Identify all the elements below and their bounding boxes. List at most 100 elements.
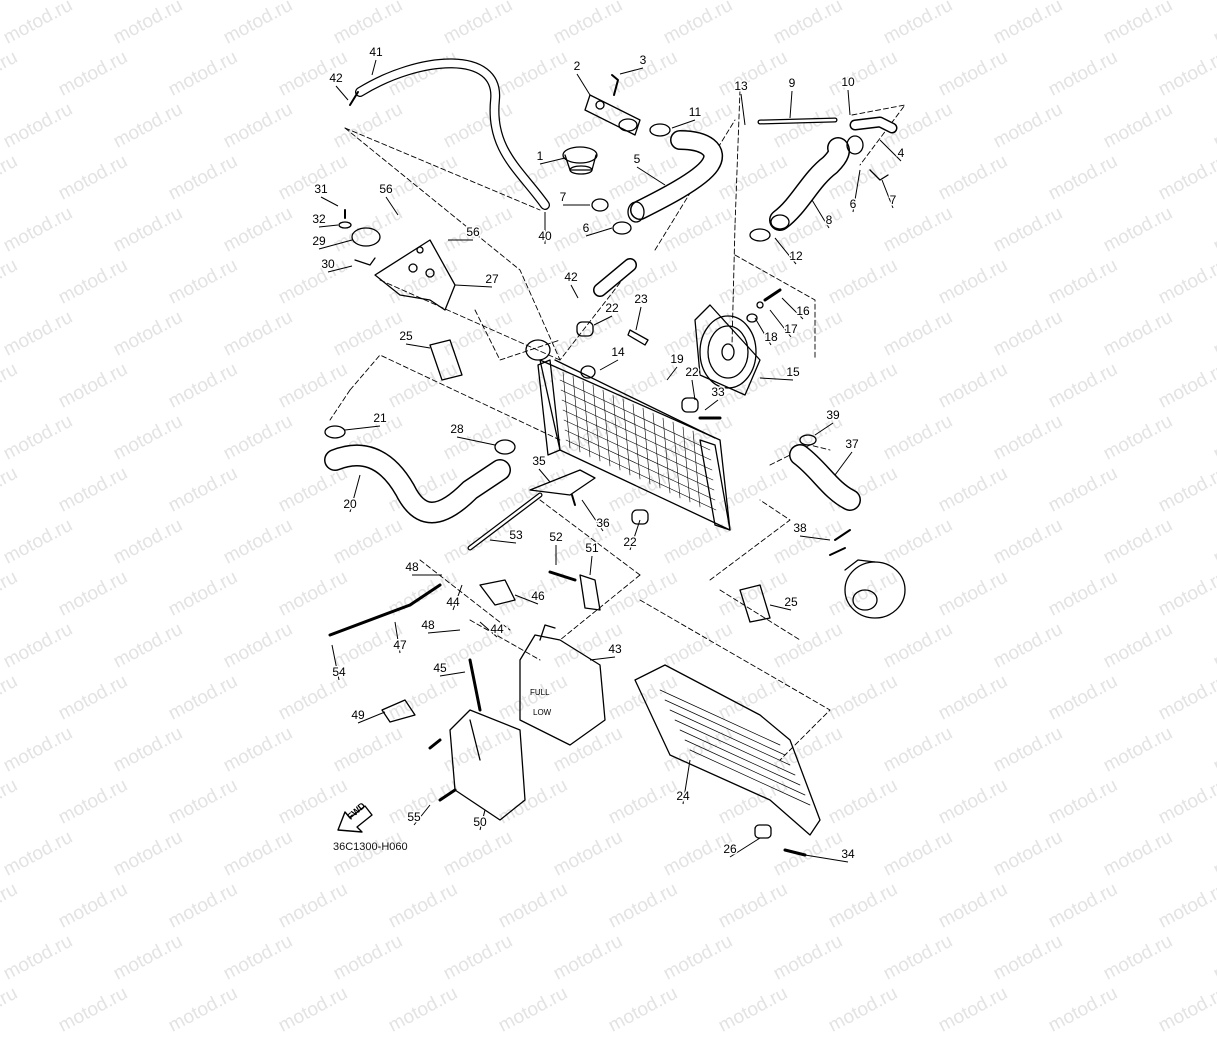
watermark-text: motod.ru — [55, 982, 132, 1037]
watermark-text: motod.ru — [550, 930, 627, 985]
bolt-55b — [438, 788, 457, 802]
callout-label: 3 — [640, 53, 647, 67]
callout-label: 5 — [634, 152, 641, 166]
callout-leader — [327, 265, 353, 273]
pad-25b — [739, 584, 771, 623]
watermark-text: motod.ru — [1210, 930, 1217, 985]
callout-leader — [585, 227, 613, 237]
bolt-52 — [548, 570, 577, 582]
callout-leader — [804, 854, 849, 863]
hose-41 — [349, 58, 550, 210]
watermark-text: motod.ru — [330, 930, 407, 985]
bolt-16 — [763, 288, 782, 302]
callout-label: 54 — [332, 665, 346, 679]
callout-leader — [629, 519, 641, 551]
hose-5 — [627, 130, 724, 223]
callout-label: 16 — [796, 304, 810, 318]
watermark-text: motod.ru — [1045, 982, 1122, 1037]
callout-leaders — [318, 59, 902, 863]
callout-label: 18 — [764, 330, 778, 344]
callout-leader — [593, 315, 613, 326]
callout-leader — [599, 359, 619, 371]
callout-leader — [811, 199, 830, 229]
callout-label: 2 — [574, 59, 581, 73]
hose-8 — [769, 137, 850, 231]
diagram-code: 36C1300-H060 — [333, 841, 408, 853]
callout-label: 44 — [446, 595, 460, 609]
callout-leader — [320, 196, 339, 207]
callout-label: 48 — [421, 618, 435, 632]
watermark-text: motod.ru — [715, 982, 792, 1037]
hose-45 — [468, 658, 482, 712]
callout-label: 48 — [405, 560, 419, 574]
callout-label: 53 — [509, 528, 523, 542]
callout-label: 15 — [786, 365, 800, 379]
callout-label: 12 — [789, 249, 803, 263]
callout-label: 46 — [531, 589, 545, 603]
callout-leader — [413, 804, 431, 826]
callout-label: 56 — [379, 182, 393, 196]
bracket-51 — [579, 574, 601, 611]
callout-label: 21 — [373, 411, 387, 425]
callout-leader — [691, 379, 696, 401]
callout-label: 17 — [784, 322, 798, 336]
callout-label: 24 — [676, 789, 690, 803]
clamp-39 — [799, 434, 817, 446]
hose-53 — [467, 492, 543, 551]
callout-leader — [454, 284, 493, 288]
reservoir-43: FULL LOW — [519, 624, 606, 746]
callout-label: 42 — [329, 71, 343, 85]
callout-label: 36 — [596, 516, 610, 530]
callout-leader — [852, 169, 861, 213]
fitting-49 — [381, 699, 416, 723]
clamp-28 — [494, 439, 516, 455]
washer-17 — [756, 301, 764, 309]
callout-leader — [456, 436, 496, 446]
watermark-text: motod.ru — [605, 982, 682, 1037]
callout-label: 38 — [793, 521, 807, 535]
radiator-cap-assembly — [338, 209, 381, 266]
callout-label: 22 — [685, 365, 699, 379]
callout-leader — [514, 594, 539, 605]
callout-label: 31 — [314, 182, 328, 196]
callout-label: 51 — [585, 541, 599, 555]
watermark-text: motod.ru — [275, 982, 352, 1037]
callout-label: 44 — [490, 622, 504, 636]
collar-23 — [627, 329, 649, 346]
callout-label: 14 — [611, 345, 625, 359]
callout-label: 56 — [466, 225, 480, 239]
callout-leader — [754, 317, 772, 346]
callout-label: 20 — [343, 497, 357, 511]
callout-leader — [619, 67, 644, 75]
fan-15 — [694, 304, 761, 396]
hose-37 — [789, 444, 861, 511]
stay-35 — [529, 469, 596, 496]
callout-leader — [479, 621, 498, 638]
callout-leader — [635, 306, 642, 331]
hose-20 — [324, 444, 511, 524]
watermark-text: motod.ru — [880, 930, 957, 985]
watermark-text: motod.ru — [825, 982, 902, 1037]
clamp-6 — [612, 221, 632, 235]
clamp-7b — [869, 169, 889, 181]
callout-leader — [589, 656, 616, 661]
watermark-text: motod.ru — [165, 982, 242, 1037]
callout-label: 55 — [407, 810, 421, 824]
watermark-text: motod.ru — [1155, 982, 1217, 1037]
callout-label: 32 — [312, 212, 326, 226]
callout-leader — [781, 297, 804, 320]
callout-leader — [759, 377, 794, 381]
callout-leader — [335, 85, 349, 101]
joint-46 — [479, 579, 516, 606]
callout-label: 28 — [450, 422, 464, 436]
callout-leader — [834, 451, 853, 476]
watermark-text: motod.ru — [1100, 930, 1177, 985]
callout-leader — [769, 604, 792, 611]
svg-text:FULL: FULL — [530, 688, 550, 697]
callout-label: 29 — [312, 234, 326, 248]
callout-leader — [570, 284, 579, 299]
callout-leader — [636, 166, 666, 186]
radiator-cover-24 — [634, 664, 821, 836]
callout-leader — [879, 139, 902, 162]
